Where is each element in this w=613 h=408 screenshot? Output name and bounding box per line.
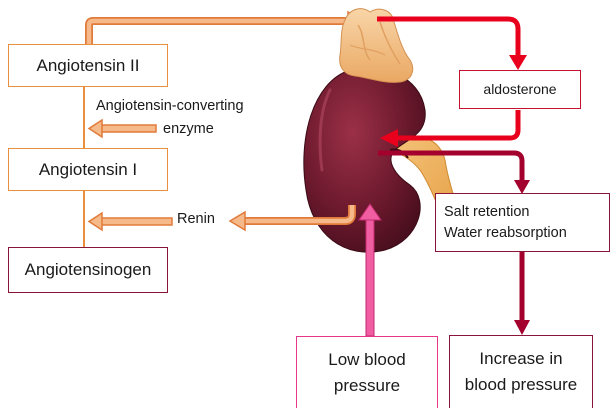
node-increase-bp-line2: blood pressure bbox=[465, 375, 577, 395]
arrow-ace bbox=[89, 120, 156, 137]
node-low-bp-line1: Low blood bbox=[328, 350, 406, 370]
node-salt-water: Salt retention Water reabsorption bbox=[435, 193, 610, 252]
arrow-renin bbox=[89, 213, 172, 230]
node-low-bp-line2: pressure bbox=[334, 376, 400, 396]
node-angiotensinogen-label: Angiotensinogen bbox=[25, 260, 152, 280]
arrow-angiotensin-ii-to-adrenal bbox=[89, 12, 364, 47]
node-increase-blood-pressure: Increase in blood pressure bbox=[449, 335, 593, 408]
node-aldosterone-label: aldosterone bbox=[483, 81, 556, 97]
node-angiotensin-ii: Angiotensin II bbox=[8, 44, 168, 87]
node-increase-bp-line1: Increase in bbox=[479, 349, 562, 369]
node-aldosterone: aldosterone bbox=[459, 70, 581, 109]
node-salt-retention-label: Salt retention bbox=[444, 204, 529, 221]
node-angiotensinogen: Angiotensinogen bbox=[8, 247, 168, 293]
node-angiotensin-i-label: Angiotensin I bbox=[39, 160, 137, 180]
node-low-blood-pressure: Low blood pressure bbox=[296, 336, 438, 408]
arrow-salt-retention-to-increase-bp bbox=[514, 252, 530, 335]
label-renin: Renin bbox=[177, 211, 215, 228]
node-angiotensin-ii-label: Angiotensin II bbox=[36, 56, 139, 76]
node-angiotensin-i: Angiotensin I bbox=[8, 148, 168, 191]
node-water-reabsorption-label: Water reabsorption bbox=[444, 225, 567, 242]
label-ace-line1: Angiotensin-converting bbox=[96, 98, 244, 115]
label-ace-line2: enzyme bbox=[163, 121, 214, 138]
